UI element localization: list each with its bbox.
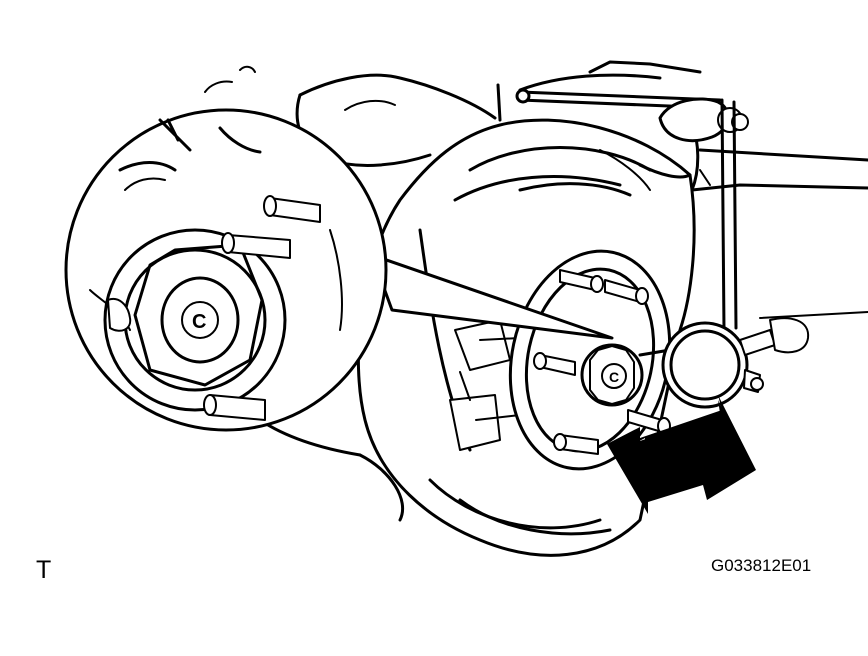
brake-caliper — [449, 319, 521, 451]
lug-bolt — [604, 279, 649, 305]
corner-mark: T — [36, 556, 52, 584]
double-arrow-icon — [607, 395, 756, 514]
dial-indicator-stand — [515, 88, 749, 332]
lug-bolt — [533, 352, 576, 376]
lug-bolt — [559, 269, 604, 293]
axle-hub: C — [508, 249, 672, 471]
dial-indicator — [638, 317, 810, 409]
suspension-background — [204, 60, 868, 522]
detail-callout: C — [64, 108, 614, 432]
lug-bolt — [553, 433, 599, 455]
hub-nut-letter: C — [609, 369, 619, 385]
detail-nut-letter: C — [192, 311, 206, 333]
figure-code: G033812E01 — [711, 556, 812, 575]
